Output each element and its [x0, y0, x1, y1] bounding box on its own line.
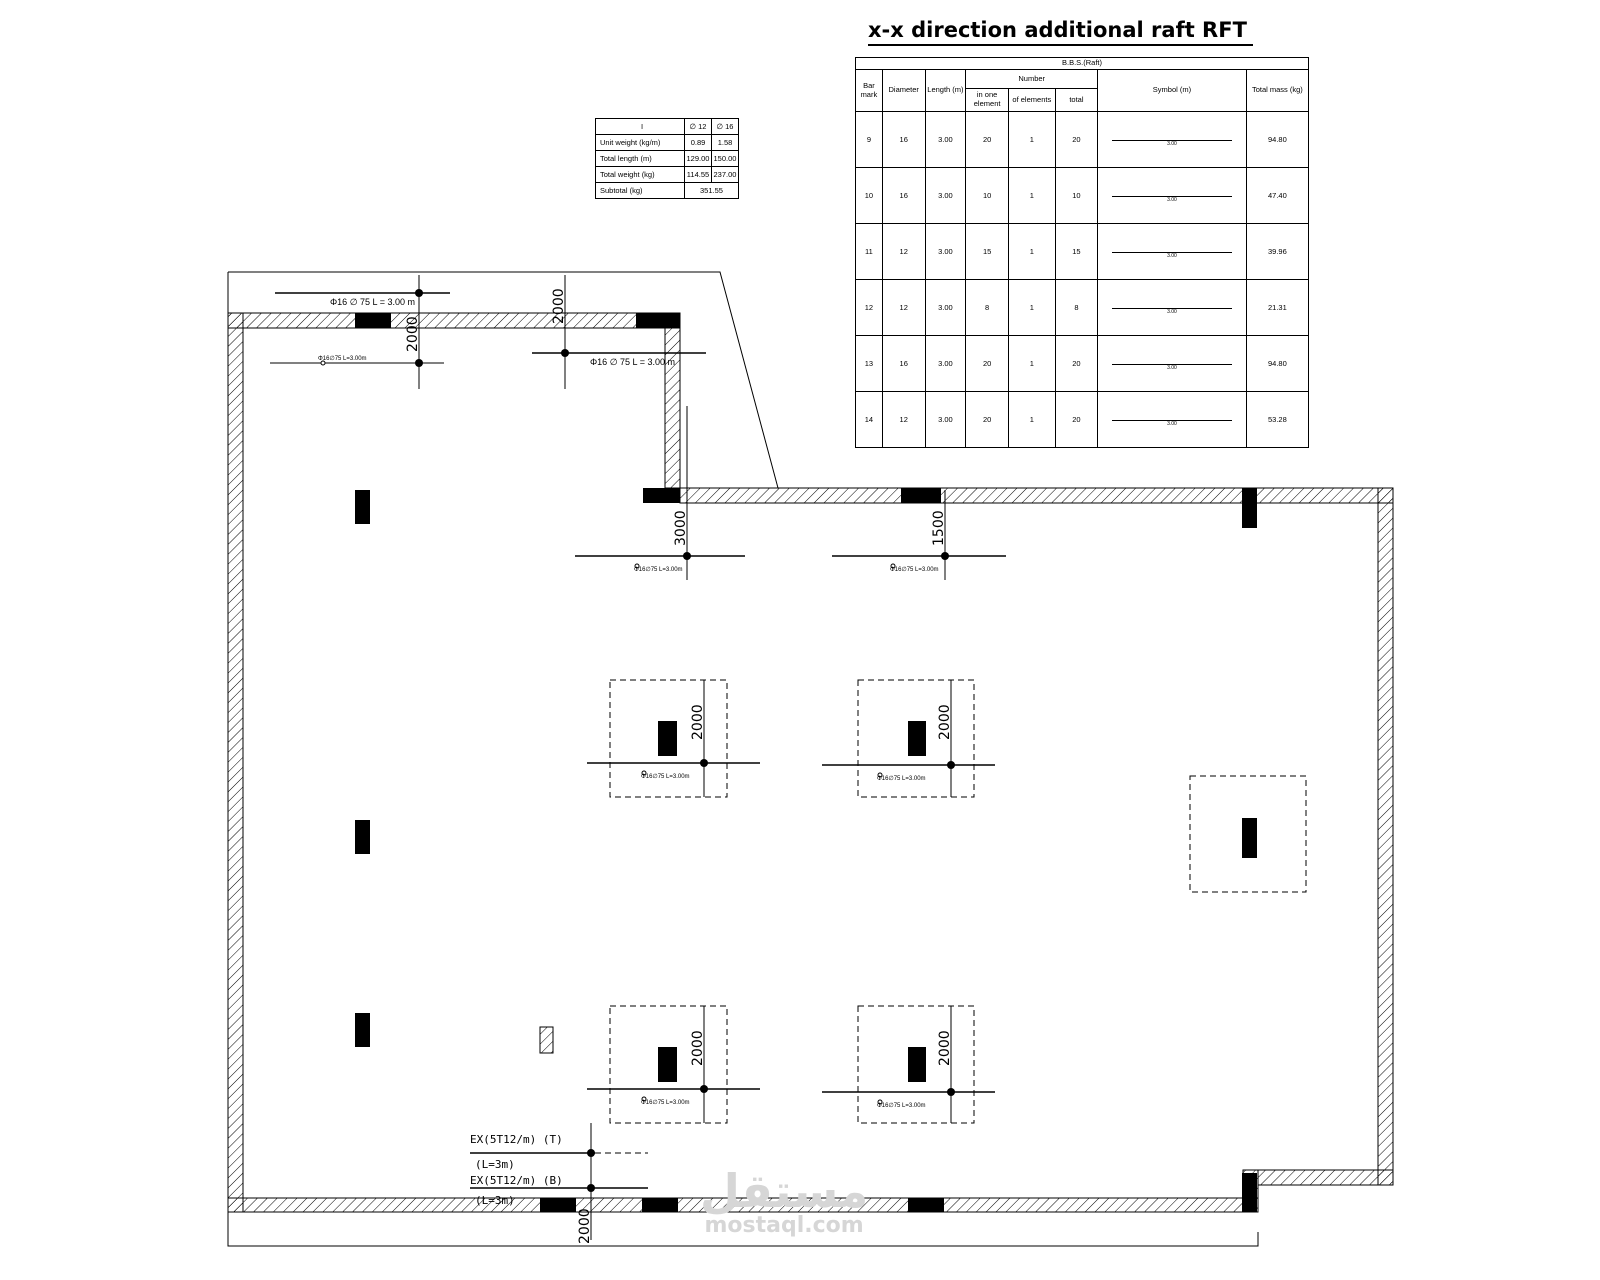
- bbs-cell-mass: 94.80: [1245, 111, 1310, 168]
- bbs-cell-total: 20: [1054, 111, 1099, 168]
- bar-shape-icon: [1112, 363, 1232, 365]
- weight-summary-table: I ∅ 12 ∅ 16 Unit weight (kg/m) 0.89 1.58…: [595, 118, 739, 199]
- bbs-table: B.B.S.(Raft) Bar mark Diameter Length (m…: [855, 57, 1310, 448]
- weight-row-subtotal: Subtotal (kg) 351.55: [595, 182, 739, 199]
- bbs-cell-total: 20: [1054, 391, 1099, 448]
- bar-label: Φ16∅75 L=3.00m: [641, 1099, 690, 1106]
- weight-subtotal-value: 351.55: [684, 182, 739, 199]
- bbs-header-row: Bar mark Diameter Length (m) Number Symb…: [855, 69, 1310, 112]
- bbs-cell-elements: 1: [1007, 223, 1056, 280]
- bbs-cell-mass: 47.40: [1245, 167, 1310, 224]
- dimension-text: 2000: [405, 316, 421, 352]
- note-bottom-bar: EX(5T12/m) (B): [470, 1174, 563, 1187]
- bbs-cell-length: 3.00: [924, 391, 967, 448]
- bar-shape-icon: [1112, 195, 1232, 197]
- dimension-text: 2000: [937, 704, 953, 740]
- bar-shape-length: 3.00: [1167, 364, 1177, 371]
- watermark-logo: مستقل mostaql.com: [700, 1168, 868, 1238]
- dimension-labels: 2000 2000 3000 1500 2000 2000 2000 2000 …: [405, 288, 953, 1244]
- note-bottom-length: (L=3m): [475, 1194, 515, 1207]
- dimension-text: 2000: [690, 1030, 706, 1066]
- bar-shape-icon: [1112, 251, 1232, 253]
- bbs-header-mass: Total mass (kg): [1245, 69, 1310, 112]
- note-top-length: (L=3m): [475, 1158, 515, 1171]
- walls: [227, 312, 1394, 1213]
- bar-label: Φ16∅75 L=3.00m: [877, 1102, 926, 1109]
- bbs-header-symbol: Symbol (m): [1097, 69, 1247, 112]
- page-title: x-x direction additional raft RFT: [868, 18, 1253, 46]
- bbs-cell-diameter: 16: [881, 111, 926, 168]
- bar-shape-icon: [1112, 307, 1232, 309]
- bbs-cell-length: 3.00: [924, 335, 967, 392]
- bar-label: Φ16∅75 L=3.00m: [641, 773, 690, 780]
- bbs-header-one-element: in one element: [965, 88, 1009, 112]
- bar-label: Φ16∅75 L=3.00m: [318, 355, 367, 362]
- bbs-cell-mass: 21.31: [1245, 279, 1310, 336]
- bbs-subheader-row: in one element of elements total: [856, 88, 1309, 112]
- bbs-cell-one: 15: [965, 223, 1009, 280]
- bar-ticks: [320, 360, 896, 1105]
- bbs-cell-elements: 1: [1007, 391, 1056, 448]
- dimension-text: 3000: [673, 510, 689, 546]
- bar-shape-length: 3.00: [1167, 196, 1177, 203]
- bbs-row: 14 12 3.00 20 1 20 3.00 53.28: [855, 391, 1310, 448]
- small-column: [539, 1026, 554, 1054]
- bar-labels: Φ16 ∅ 75 L = 3.00 m Φ16 ∅ 75 L = 3.00 m …: [318, 297, 939, 1109]
- bar-label: Φ16∅75 L=3.00m: [877, 775, 926, 782]
- weight-table-header: I ∅ 12 ∅ 16: [595, 118, 739, 135]
- bbs-cell-total: 10: [1054, 167, 1099, 224]
- note-top-bar: EX(5T12/m) (T): [470, 1133, 563, 1146]
- bar-nodes: [415, 289, 955, 1192]
- bar-shape-length: 3.00: [1167, 420, 1177, 427]
- bar-shape-icon: [1112, 419, 1232, 421]
- weight-row-label: Subtotal (kg): [595, 182, 685, 199]
- bar-shape-icon: [1112, 139, 1232, 141]
- bbs-cell-diameter: 12: [881, 391, 926, 448]
- bbs-row: 13 16 3.00 20 1 20 3.00 94.80: [855, 335, 1310, 392]
- bbs-cell-total: 15: [1054, 223, 1099, 280]
- bbs-header-diameter: Diameter: [881, 69, 926, 112]
- rebar-notes: EX(5T12/m) (T) (L=3m) EX(5T12/m) (B) (L=…: [470, 1133, 563, 1207]
- bbs-cell-symbol: 3.00: [1097, 167, 1247, 224]
- dimension-text: 2000: [937, 1030, 953, 1066]
- bbs-cell-elements: 1: [1007, 111, 1056, 168]
- dimension-lines: [270, 275, 952, 1240]
- bbs-cell-mark: 9: [855, 111, 883, 168]
- dimension-text: 1500: [931, 510, 947, 546]
- columns: [355, 313, 1257, 1212]
- bar-label: Φ16∅75 L=3.00m: [890, 566, 939, 573]
- bbs-cell-length: 3.00: [924, 279, 967, 336]
- bbs-header-length: Length (m): [924, 69, 967, 112]
- bbs-cell-total: 8: [1054, 279, 1099, 336]
- watermark-latin: mostaql.com: [704, 1213, 864, 1238]
- bbs-cell-symbol: 3.00: [1097, 391, 1247, 448]
- bar-shape-length: 3.00: [1167, 252, 1177, 259]
- bbs-row: 12 12 3.00 8 1 8 3.00 21.31: [855, 279, 1310, 336]
- weight-row-length: Total length (m) 129.00 150.00: [595, 150, 739, 167]
- raft-outline: [227, 271, 1259, 1247]
- bbs-cell-diameter: 16: [881, 335, 926, 392]
- dimension-text: 2000: [577, 1208, 593, 1244]
- bar-shape-length: 3.00: [1167, 308, 1177, 315]
- bbs-row: 11 12 3.00 15 1 15 3.00 39.96: [855, 223, 1310, 280]
- bar-label: Φ16 ∅ 75 L = 3.00 m: [330, 297, 415, 307]
- dimension-text: 2000: [551, 288, 567, 324]
- bar-label: Φ16 ∅ 75 L = 3.00 m: [590, 357, 675, 367]
- bbs-header-of-elements: of elements: [1007, 88, 1056, 112]
- weight-cell: 1.58: [711, 134, 739, 151]
- dashed-zones: [595, 679, 1307, 1154]
- bbs-cell-symbol: 3.00: [1097, 335, 1247, 392]
- dimension-text: 2000: [690, 704, 706, 740]
- bbs-cell-mass: 53.28: [1245, 391, 1310, 448]
- watermark-arabic: مستقل: [700, 1164, 869, 1218]
- bar-shape-length: 3.00: [1167, 140, 1177, 147]
- bbs-cell-mark: 14: [855, 391, 883, 448]
- bbs-cell-mass: 94.80: [1245, 335, 1310, 392]
- bar-label: Φ16∅75 L=3.00m: [634, 566, 683, 573]
- rebar-bars: [275, 292, 1006, 1189]
- bbs-cell-symbol: 3.00: [1097, 279, 1247, 336]
- bbs-cell-mass: 39.96: [1245, 223, 1310, 280]
- bbs-cell-total: 20: [1054, 335, 1099, 392]
